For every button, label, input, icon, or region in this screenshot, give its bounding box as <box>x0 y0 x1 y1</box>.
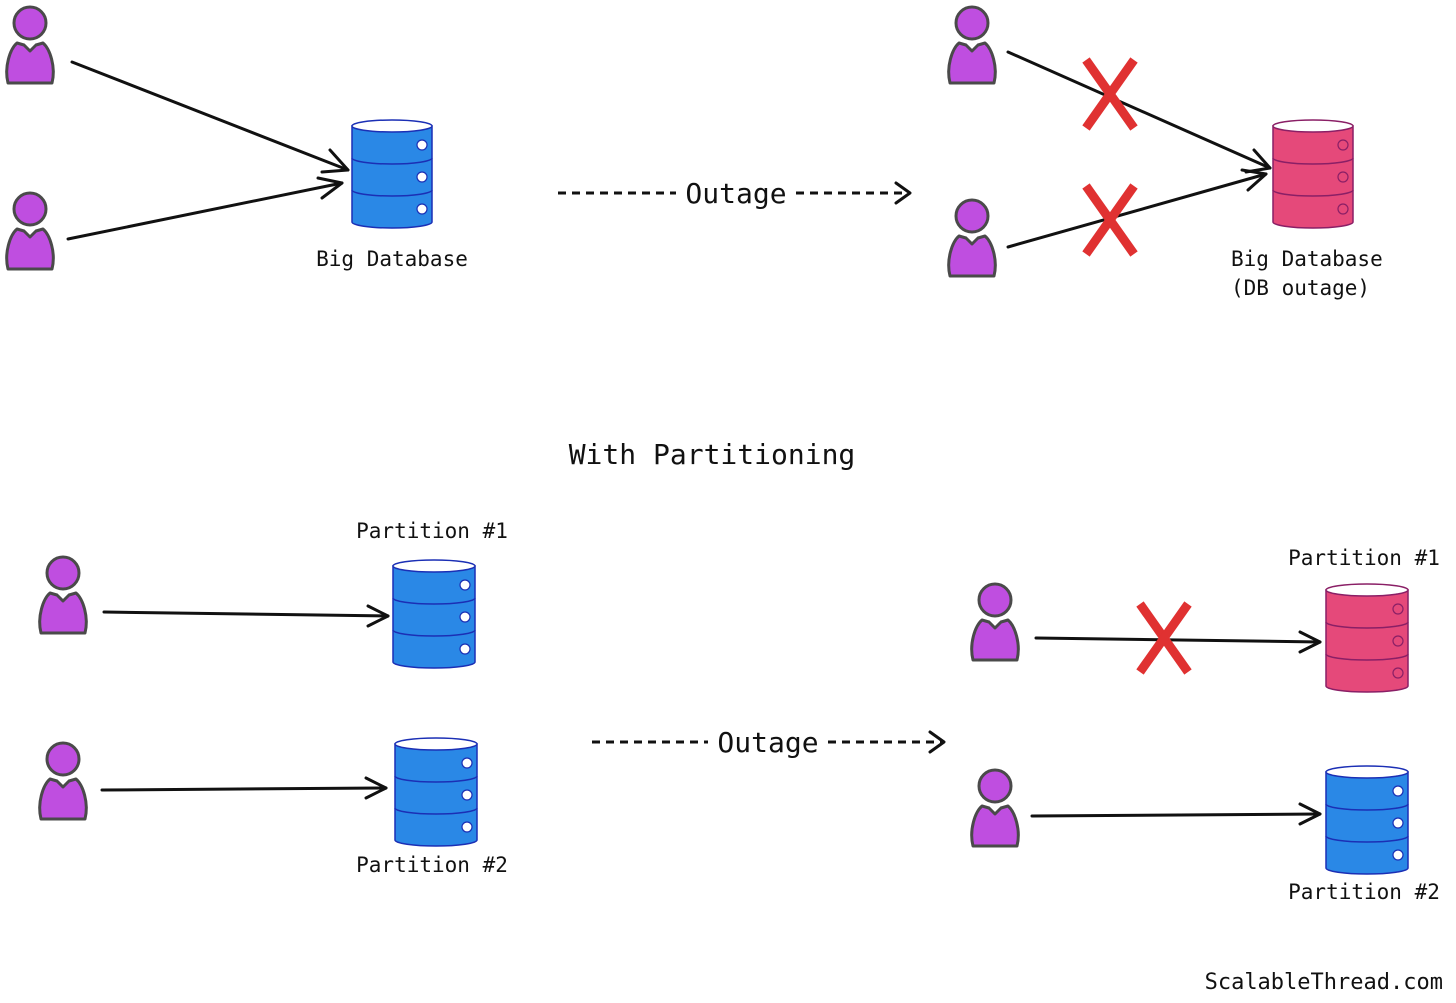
person-icon <box>38 555 88 635</box>
arrow-line <box>1030 802 1322 826</box>
partition-label: Partition #2 <box>356 853 508 877</box>
person-icon <box>5 191 55 271</box>
database-icon <box>351 119 433 229</box>
cross-icon <box>1082 183 1138 257</box>
cross-icon <box>1136 601 1192 675</box>
partition-label: Partition #1 <box>356 519 508 543</box>
bottom-left-scenario: Partition #1 Partition #2 <box>38 519 508 877</box>
arrow-head <box>894 181 912 205</box>
top-left-scenario: Big Database <box>5 5 468 271</box>
section-title: With Partitioning <box>569 438 856 471</box>
arrow-line <box>102 604 390 628</box>
person-icon <box>970 582 1020 662</box>
person-icon <box>970 768 1020 848</box>
footer-credit: ScalableThread.com <box>1205 970 1443 995</box>
database-icon <box>1325 583 1409 693</box>
database-icon <box>392 559 476 669</box>
partition-label: Partition #1 <box>1288 546 1440 570</box>
database-label: Big Database <box>1231 247 1383 271</box>
arrow-line <box>66 176 344 241</box>
bottom-right-scenario: Partition #1 Partition #2 <box>970 546 1440 904</box>
database-icon <box>1272 119 1354 229</box>
person-icon <box>38 741 88 821</box>
person-icon <box>947 198 997 278</box>
database-label: Big Database <box>316 247 468 271</box>
database-icon <box>394 737 478 847</box>
outage-label: Outage <box>717 726 818 759</box>
person-icon <box>947 5 997 85</box>
person-icon <box>5 5 55 85</box>
partition-label: Partition #2 <box>1288 880 1440 904</box>
cross-icon <box>1082 57 1138 131</box>
database-icon <box>1325 765 1409 875</box>
top-right-scenario: Big Database (DB outage) <box>947 5 1383 300</box>
outage-label: Outage <box>685 177 786 210</box>
bottom-outage-transition: Outage <box>592 726 946 759</box>
arrow-line <box>1006 50 1272 174</box>
arrow-line <box>1034 630 1322 654</box>
top-outage-transition: Outage <box>558 177 912 210</box>
arrow-line <box>70 60 350 174</box>
arrow-line <box>100 776 388 800</box>
database-status-label: (DB outage) <box>1231 276 1370 300</box>
arrow-head <box>928 730 946 754</box>
arrow-line <box>1006 168 1268 249</box>
